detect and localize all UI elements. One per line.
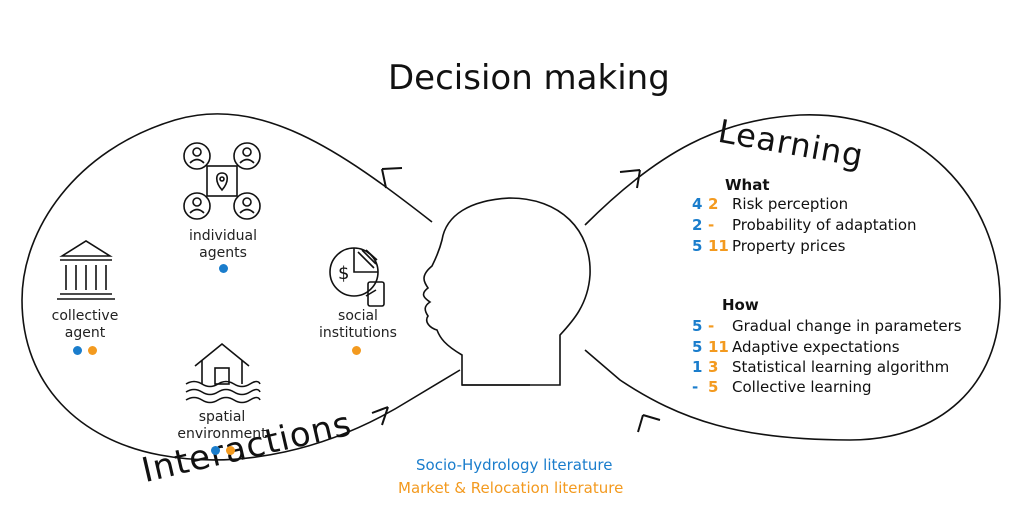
svg-text:$: $ (338, 263, 349, 284)
arrow-head-upper-right (619, 169, 641, 189)
how-header: How (722, 296, 759, 314)
network-people-icon (183, 142, 261, 220)
finance-pie-chart-icon: $ (329, 247, 385, 307)
social-institutions-orange-dot (352, 346, 361, 355)
human-head-icon (422, 197, 591, 386)
collective-agent-orange-dot (88, 346, 97, 355)
diagram-title: Decision making (388, 58, 670, 98)
flooded-house-icon (185, 342, 261, 404)
collective-agent-blue-dot (73, 346, 82, 355)
collective-agent-label: collective agent (51, 308, 119, 341)
spatial-environment-orange-dot (226, 446, 235, 455)
spatial-environment-blue-dot (211, 446, 220, 455)
individual-agents-blue-dot (219, 264, 228, 273)
spatial-environment-label: spatial environment (177, 409, 267, 442)
social-institutions-label: social institutions (319, 308, 397, 341)
legend-market-relocation: Market & Relocation literature (398, 479, 624, 497)
individual-agents-label: individual agents (189, 228, 257, 261)
left-loop-curve (21, 113, 461, 461)
what-header: What (725, 176, 770, 194)
arrow-head-lower-right (637, 414, 661, 433)
bank-icon (57, 240, 115, 300)
right-loop-curve (584, 114, 1001, 441)
arrow-head-lower-left (371, 406, 389, 426)
arrow-head-upper-left (381, 167, 403, 189)
legend-socio-hydrology: Socio-Hydrology literature (416, 456, 613, 474)
